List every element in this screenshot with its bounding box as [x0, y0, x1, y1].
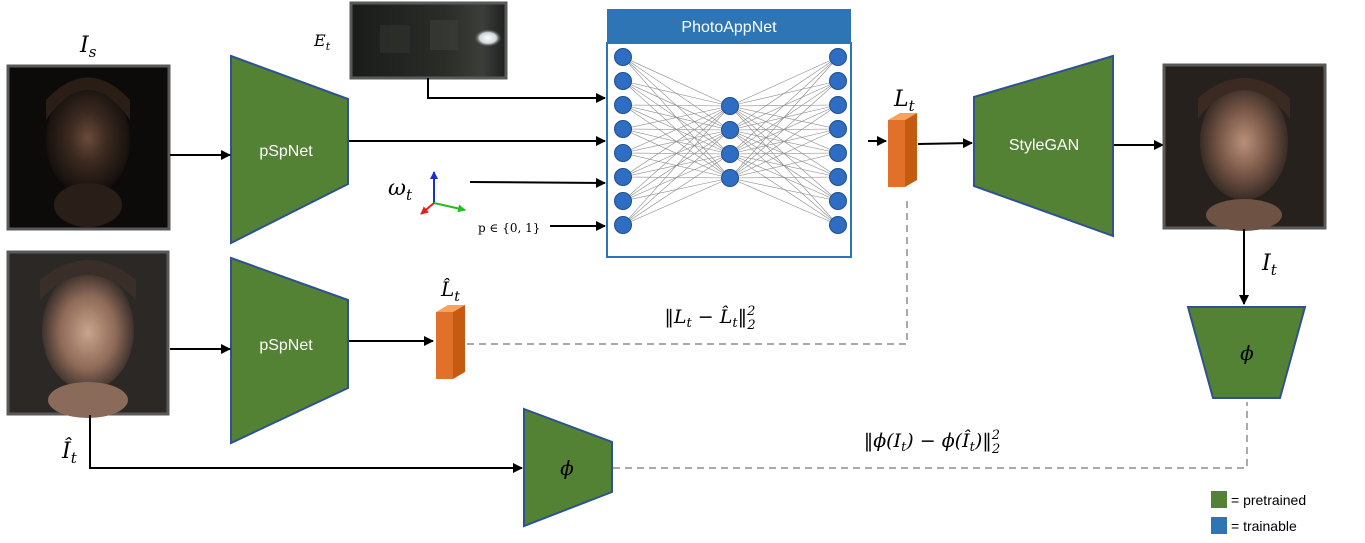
latent-code-L-hat-t — [436, 305, 465, 379]
label-L-hat-t: L̂t — [440, 277, 460, 305]
pspnet-bottom-block: pSpNet — [230, 256, 349, 445]
hidden-node — [721, 121, 739, 139]
environment-map-image — [349, 1, 508, 80]
legend-pretrained-swatch — [1211, 491, 1227, 508]
source-face-image — [6, 64, 171, 231]
label-omega-t: ωt — [388, 176, 413, 204]
network-edge — [729, 80, 839, 179]
output-node — [829, 216, 847, 234]
network-edge — [729, 177, 839, 226]
network-edge — [729, 56, 839, 131]
network-edge — [622, 105, 731, 130]
label-I-s: Is — [79, 33, 97, 61]
network-edge — [729, 176, 839, 179]
arrow-latent-to-stylegan — [917, 138, 973, 149]
legend-pretrained-label: = pretrained — [1231, 492, 1306, 508]
network-edge — [729, 152, 839, 179]
label-E-t: Et — [313, 31, 331, 53]
input-node — [614, 168, 632, 186]
output-node — [829, 144, 847, 162]
network-edge — [729, 56, 839, 107]
latent-code-L-t — [888, 113, 917, 187]
stylegan-label: StyleGAN — [1009, 137, 1079, 154]
network-nodes — [614, 48, 847, 234]
network-edge — [622, 153, 731, 226]
output-node — [829, 48, 847, 66]
dashed-feature-loss-connector — [613, 402, 1248, 469]
pspnet-bottom-label: pSpNet — [259, 337, 313, 354]
network-edge — [622, 105, 731, 178]
photoappnet-title: PhotoAppNet — [681, 19, 777, 36]
input-node — [614, 72, 632, 90]
legend-trainable-swatch — [1211, 517, 1227, 534]
hidden-node — [721, 97, 739, 115]
pspnet-top-block: pSpNet — [230, 54, 349, 245]
phi-feature-extractor-right: ϕ — [1186, 306, 1307, 399]
network-edge — [622, 129, 731, 226]
network-edge — [729, 128, 839, 179]
pspnet-top-label: pSpNet — [259, 143, 313, 160]
network-edges — [622, 56, 839, 226]
output-node — [829, 168, 847, 186]
network-edge — [622, 80, 731, 107]
input-node — [614, 192, 632, 210]
arrow-target-to-phi — [89, 415, 523, 473]
arrow-envmap-to-photoappnet — [427, 78, 606, 103]
target-face-image — [6, 250, 170, 418]
output-node — [829, 72, 847, 90]
arrow-omega-to-photoappnet — [469, 177, 606, 188]
phi-right-label: ϕ — [1240, 341, 1254, 365]
input-node — [614, 120, 632, 138]
input-node — [614, 144, 632, 162]
stylegan-block: StyleGAN — [973, 54, 1114, 238]
input-node — [614, 48, 632, 66]
hidden-node — [721, 169, 739, 187]
dashed-latent-loss-connector — [467, 196, 908, 345]
network-edge — [729, 104, 839, 179]
output-node — [829, 96, 847, 114]
phi-bottom-label: ϕ — [560, 456, 574, 480]
output-node — [829, 120, 847, 138]
output-face-image — [1162, 63, 1327, 231]
label-I-hat-t: Ît — [61, 437, 78, 467]
label-L-t: Lt — [893, 87, 916, 115]
network-edge — [729, 177, 839, 202]
label-I-t: It — [1261, 251, 1278, 279]
network-edge — [622, 105, 731, 202]
legend-trainable-label: = trainable — [1231, 518, 1297, 534]
input-node — [614, 96, 632, 114]
axes-icon — [420, 171, 466, 215]
output-node — [829, 192, 847, 210]
network-edge — [729, 56, 839, 155]
hidden-node — [721, 145, 739, 163]
photoappnet-block: PhotoAppNet — [606, 9, 852, 258]
input-node — [614, 216, 632, 234]
phi-feature-extractor-bottom: ϕ — [523, 407, 613, 528]
network-edge — [622, 105, 731, 154]
network-edge — [622, 104, 731, 107]
photoappnet-header — [607, 9, 851, 43]
network-edge — [622, 177, 731, 226]
network-edge — [622, 56, 731, 107]
legend: = pretrained = trainable — [1211, 491, 1306, 534]
label-p-condition: p ∈ {0, 1} — [478, 221, 540, 235]
network-edge — [622, 105, 731, 226]
network-edge — [729, 56, 839, 179]
